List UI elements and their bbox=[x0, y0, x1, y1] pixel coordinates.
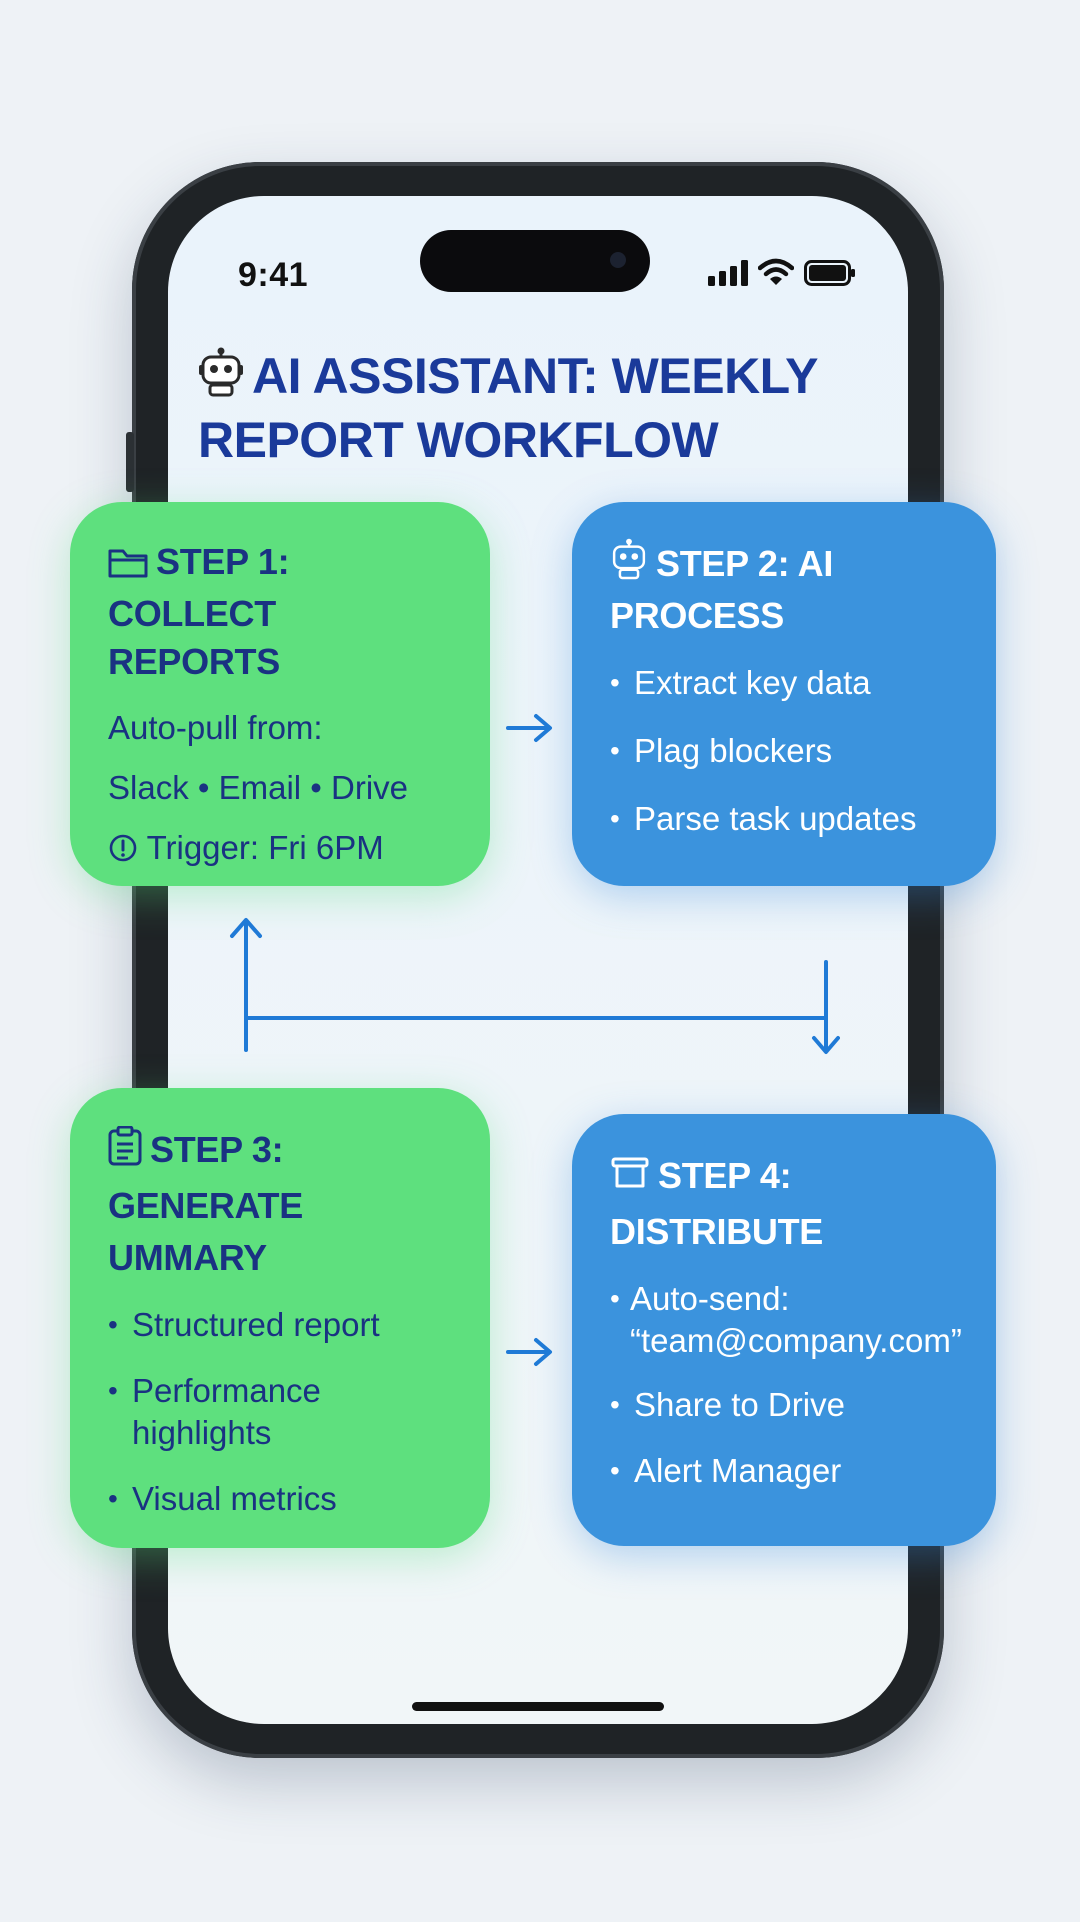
arrow-step3-to-step4 bbox=[506, 1338, 552, 1366]
list-item: Extract key data bbox=[610, 662, 960, 704]
step-3-card: STEP 3: GENERATE UMMARY Structured repor… bbox=[70, 1088, 490, 1548]
arrow-step1-to-step2 bbox=[506, 714, 552, 742]
wifi-icon bbox=[758, 258, 794, 285]
step-2-list: Extract key data Plag blockers Parse tas… bbox=[610, 662, 960, 840]
list-item: Alert Manager bbox=[610, 1450, 960, 1492]
step-1-trigger: Trigger: Fri 6PM bbox=[108, 818, 454, 878]
home-indicator[interactable] bbox=[412, 1702, 664, 1711]
list-item: Visual metrics bbox=[108, 1478, 454, 1520]
step-2-card: STEP 2: AI PROCESS Extract key data Plag… bbox=[572, 502, 996, 886]
step-1-title: STEP 1: COLLECT REPORTS bbox=[108, 541, 290, 682]
list-item: Share to Drive bbox=[610, 1384, 960, 1426]
clipboard-icon bbox=[108, 1125, 142, 1180]
step-4-title: STEP 4: DISTRIBUTE bbox=[610, 1154, 824, 1252]
step-4-card: STEP 4: DISTRIBUTE Auto-send: “team@comp… bbox=[572, 1114, 996, 1546]
list-item: Plag blockers bbox=[610, 730, 960, 772]
title-line-1: AI ASSISTANT: WEEKLY bbox=[252, 348, 818, 404]
step-3-list: Structured report Performance highlights… bbox=[108, 1304, 454, 1520]
step-3-title: STEP 3: GENERATE UMMARY bbox=[108, 1124, 454, 1284]
list-item: Parse task updates bbox=[610, 798, 960, 840]
status-time: 9:41 bbox=[238, 256, 309, 294]
step-1-sources: Slack • Email • Drive bbox=[108, 769, 408, 806]
tray-icon bbox=[610, 1154, 650, 1206]
alert-icon bbox=[109, 834, 137, 862]
signal-icon bbox=[708, 260, 748, 286]
list-item: Structured report bbox=[108, 1304, 454, 1346]
robot-icon bbox=[610, 538, 648, 592]
folder-icon bbox=[108, 542, 148, 590]
list-item: Auto-send: “team@company.com” bbox=[610, 1278, 990, 1362]
page-title: AI ASSISTANT: WEEKLY REPORT WORKFLOW bbox=[198, 346, 878, 470]
step-1-source-label: Auto-pull from: bbox=[108, 709, 323, 746]
dynamic-island bbox=[420, 230, 650, 292]
step-1-card: STEP 1: COLLECT REPORTS Auto-pull from: … bbox=[70, 502, 490, 886]
step-2-title: STEP 2: AI PROCESS bbox=[610, 538, 960, 640]
battery-icon bbox=[804, 260, 855, 286]
mute-switch bbox=[126, 432, 134, 492]
status-icons bbox=[708, 258, 856, 286]
list-item: Performance highlights bbox=[108, 1370, 348, 1454]
step-4-list: Auto-send: “team@company.com” Share to D… bbox=[610, 1278, 962, 1492]
title-line-2: REPORT WORKFLOW bbox=[198, 412, 719, 468]
loop-connector-arrows bbox=[230, 918, 840, 1054]
robot-icon bbox=[198, 347, 244, 410]
